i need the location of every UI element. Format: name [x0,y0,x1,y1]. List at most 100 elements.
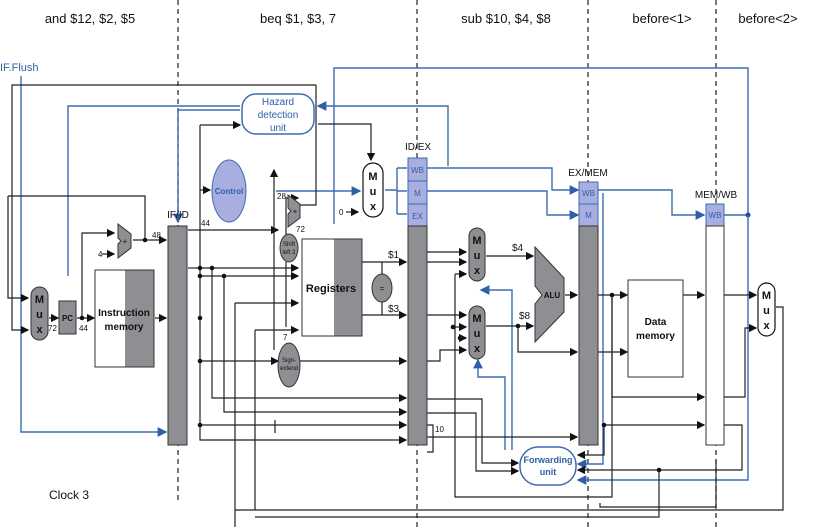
svg-text:x: x [36,324,43,336]
ex-mem-label: EX/MEM [568,168,607,179]
svg-text:WB: WB [582,189,595,198]
forwarding-unit: Forwarding unit [519,446,577,486]
forward-b-wire [473,358,506,450]
id-ex-label: ID/EX [405,142,431,153]
memwb-to-forwarding [576,215,749,485]
svg-text:M: M [368,171,377,183]
alu-input-b-label: $8 [519,311,531,322]
svg-text:u: u [763,305,770,317]
svg-text:M: M [585,211,592,220]
alu-mux-a: M u x [468,227,486,282]
svg-text:M: M [472,313,481,325]
wb-to-memwb-wire [598,189,706,220]
stage-label-if: and $12, $2, $5 [45,11,135,26]
svg-text:memory: memory [636,331,675,342]
svg-text:extend: extend [280,366,298,372]
reg-rs-label: $1 [388,250,400,261]
svg-text:Control: Control [215,187,243,196]
svg-text:M: M [414,189,421,198]
pc-plus4-value: 48 [152,231,161,240]
svg-text:detection: detection [258,110,299,121]
regwrite-wire [333,67,749,224]
svg-text:Forwarding: Forwarding [524,455,573,465]
alu-mux-b: M u x [468,305,486,360]
rd-value: 10 [435,425,444,434]
pcwrite-wire [67,105,240,276]
data-memory: Data memory [627,279,684,378]
alu-input-a-label: $4 [512,243,524,254]
equality-comparator: = [371,273,393,303]
svg-text:M: M [35,294,44,306]
svg-text:M: M [762,290,771,302]
pc-mux: M u x [30,286,49,341]
svg-text:M: M [472,235,481,247]
junction-dots [79,237,662,473]
svg-text:x: x [474,343,481,355]
stage-label-ex: sub $10, $4, $8 [461,11,551,26]
svg-text:+: + [123,237,128,246]
pc-register: PC [58,300,77,335]
if-flush-wire [20,76,168,437]
svg-text:unit: unit [270,123,286,134]
exmem-to-forwarding [576,193,604,469]
svg-text:Instruction: Instruction [98,308,150,319]
svg-text:x: x [370,201,377,213]
shift-left-2: Shift left 2 [279,233,299,263]
forward-a-wire [479,285,513,450]
svg-text:x: x [763,320,770,332]
svg-text:+: + [293,207,298,216]
svg-text:PC: PC [62,314,73,323]
ifid-write-wire [173,109,240,224]
register-file: Registers [301,238,363,337]
svg-text:Shift: Shift [283,242,295,248]
if-id-label: IF/ID [167,210,189,221]
clock-label: Clock 3 [49,488,89,502]
svg-text:u: u [370,186,377,198]
if-id-register [167,225,188,446]
stage-label-wb: before<2> [738,11,797,26]
svg-text:Sign-: Sign- [282,358,296,364]
svg-text:x: x [474,265,481,277]
datapath-wires [7,84,784,527]
branch-adder: + [287,194,301,228]
control-unit: Control [211,159,247,223]
svg-text:=: = [380,284,385,293]
wb-to-exmem-wire [427,167,580,195]
svg-text:WB: WB [709,211,722,220]
writeback-mux: M u x [757,282,776,337]
if-id-pc-value: 44 [201,219,210,228]
immediate-value: 7 [283,333,288,342]
zero-input-label: 0 [339,208,344,217]
mem-wb-label: MEM/WB [695,190,738,201]
ex-mem-register: WB M [578,181,599,446]
alu: ALU [534,245,565,344]
pc-out-value: 44 [79,324,88,333]
svg-text:Hazard: Hazard [262,97,294,108]
reg-rt-label: $3 [388,304,400,315]
hazard-detection-unit: Hazard detection unit [241,93,315,135]
svg-text:WB: WB [411,166,424,175]
idex-control-split [385,167,407,215]
pc-in-value: 72 [48,324,57,333]
svg-text:ALU: ALU [544,291,561,300]
id-ex-register: WB M EX [407,157,428,446]
mem-wb-register: WB [705,203,725,446]
svg-text:EX: EX [412,212,423,221]
svg-text:left 2: left 2 [282,250,296,256]
stage-label-mem: before<1> [632,11,691,26]
svg-text:u: u [36,309,43,321]
svg-text:Data: Data [645,317,667,328]
m-to-exmem-wire [427,190,580,220]
svg-text:unit: unit [540,467,557,477]
branch-target-value: 72 [296,225,305,234]
stage-dividers [177,0,717,527]
four-constant: 4 [98,250,103,259]
sign-extend: Sign- extend [277,342,301,388]
instruction-memory: Instruction memory [94,269,155,368]
if-flush-label: IF.Flush [0,62,39,74]
branch-offset-value: 28 [277,192,286,201]
pc-adder: + [117,222,132,260]
svg-text:memory: memory [105,322,144,333]
stage-label-id: beq $1, $3, 7 [260,11,336,26]
